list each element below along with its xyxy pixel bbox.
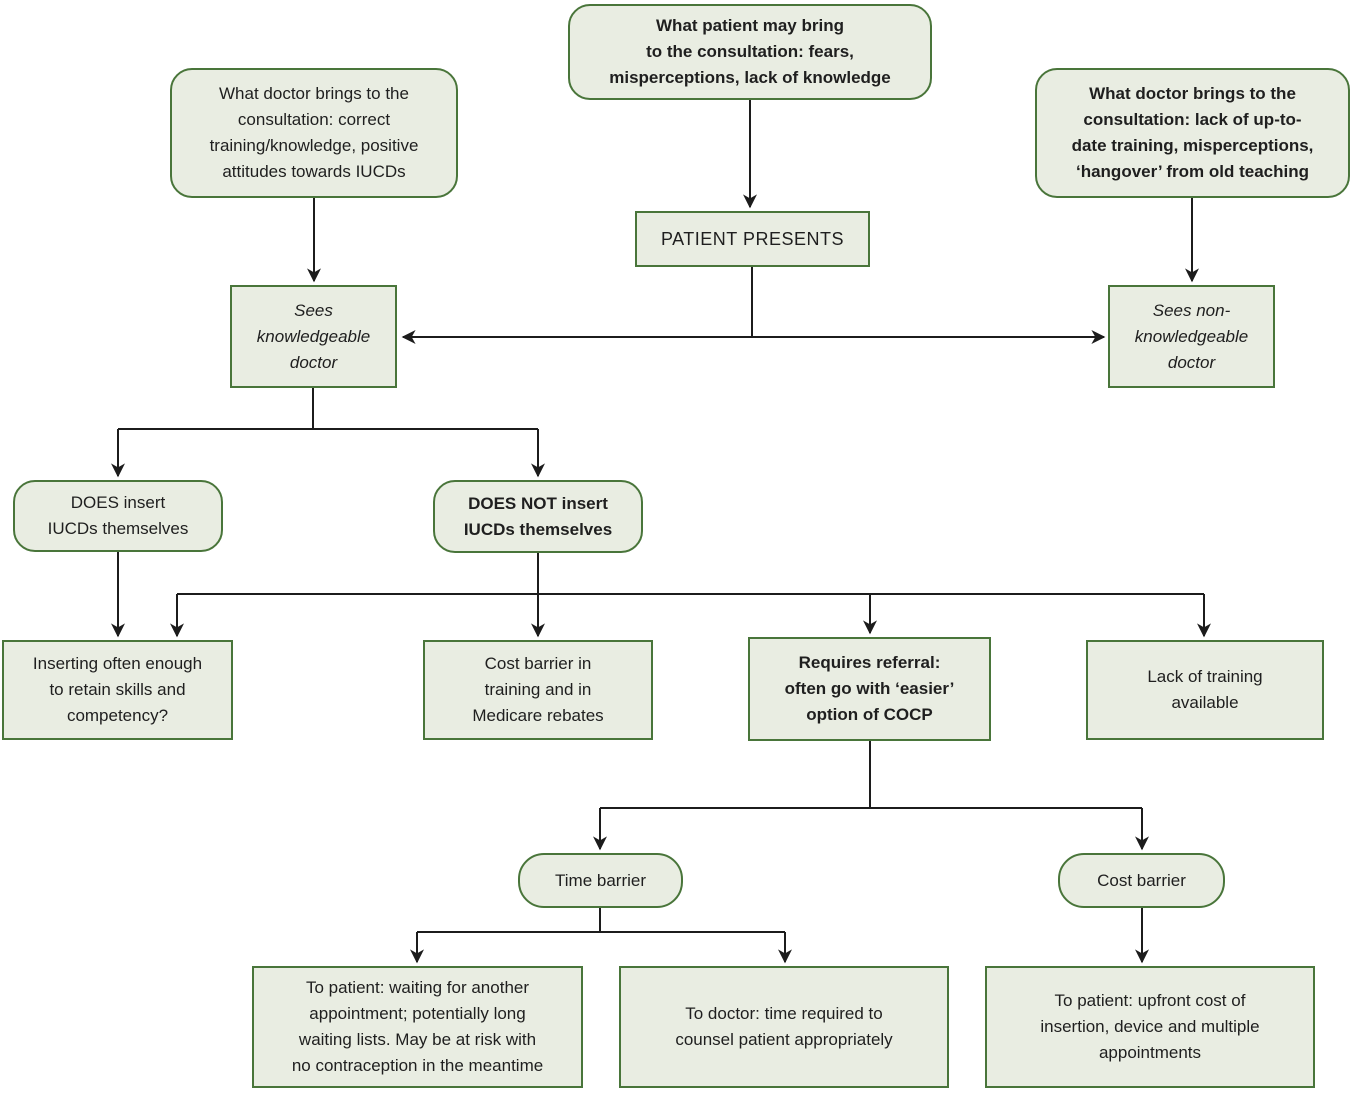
node-doctor-brings-positive: What doctor brings to the consultation: … (170, 68, 458, 198)
node-to-doctor-time-label: To doctor: time required to counsel pati… (675, 1004, 893, 1049)
node-patient-presents: PATIENT PRESENTS (635, 211, 870, 267)
node-to-patient-upfront-cost-label: To patient: upfront cost of insertion, d… (1040, 991, 1260, 1062)
node-lack-of-training-label: Lack of training available (1147, 667, 1263, 712)
node-does-not-insert: DOES NOT insert IUCDs themselves (433, 480, 643, 553)
node-to-patient-waiting-label: To patient: waiting for another appointm… (291, 978, 544, 1075)
node-cost-barrier-training: Cost barrier in training and in Medicare… (423, 640, 653, 740)
node-inserting-often-enough: Inserting often enough to retain skills … (2, 640, 233, 740)
node-patient-may-bring-label: What patient may bring to the consultati… (609, 16, 891, 87)
node-requires-referral: Requires referral: often go with ‘easier… (748, 637, 991, 741)
node-sees-non-knowledgeable-doctor-label: Sees non- knowledgeable doctor (1134, 300, 1249, 372)
node-patient-presents-label: PATIENT PRESENTS (660, 229, 845, 249)
node-patient-may-bring: What patient may bring to the consultati… (568, 4, 932, 100)
node-does-not-insert-label: DOES NOT insert IUCDs themselves (463, 493, 613, 539)
node-to-doctor-time: To doctor: time required to counsel pati… (619, 966, 949, 1088)
node-inserting-often-enough-label: Inserting often enough to retain skills … (32, 654, 203, 725)
node-sees-knowledgeable-doctor-label: Sees knowledgeable doctor (256, 300, 371, 372)
node-cost-barrier-training-label: Cost barrier in training and in Medicare… (472, 654, 604, 725)
node-cost-barrier-label: Cost barrier (1097, 870, 1186, 890)
node-sees-knowledgeable-doctor: Sees knowledgeable doctor (230, 285, 397, 388)
node-doctor-brings-negative: What doctor brings to the consultation: … (1035, 68, 1350, 198)
node-doctor-brings-positive-label: What doctor brings to the consultation: … (209, 84, 419, 181)
node-requires-referral-label: Requires referral: often go with ‘easier… (784, 653, 955, 724)
node-doctor-brings-negative-label: What doctor brings to the consultation: … (1071, 84, 1314, 181)
node-time-barrier-label: Time barrier (555, 870, 646, 890)
node-sees-non-knowledgeable-doctor: Sees non- knowledgeable doctor (1108, 285, 1275, 388)
node-does-insert-label: DOES insert IUCDs themselves (47, 493, 189, 538)
node-time-barrier: Time barrier (518, 853, 683, 908)
node-to-patient-upfront-cost: To patient: upfront cost of insertion, d… (985, 966, 1315, 1088)
node-cost-barrier: Cost barrier (1058, 853, 1225, 908)
node-does-insert: DOES insert IUCDs themselves (13, 480, 223, 552)
node-to-patient-waiting: To patient: waiting for another appointm… (252, 966, 583, 1088)
node-lack-of-training: Lack of training available (1086, 640, 1324, 740)
